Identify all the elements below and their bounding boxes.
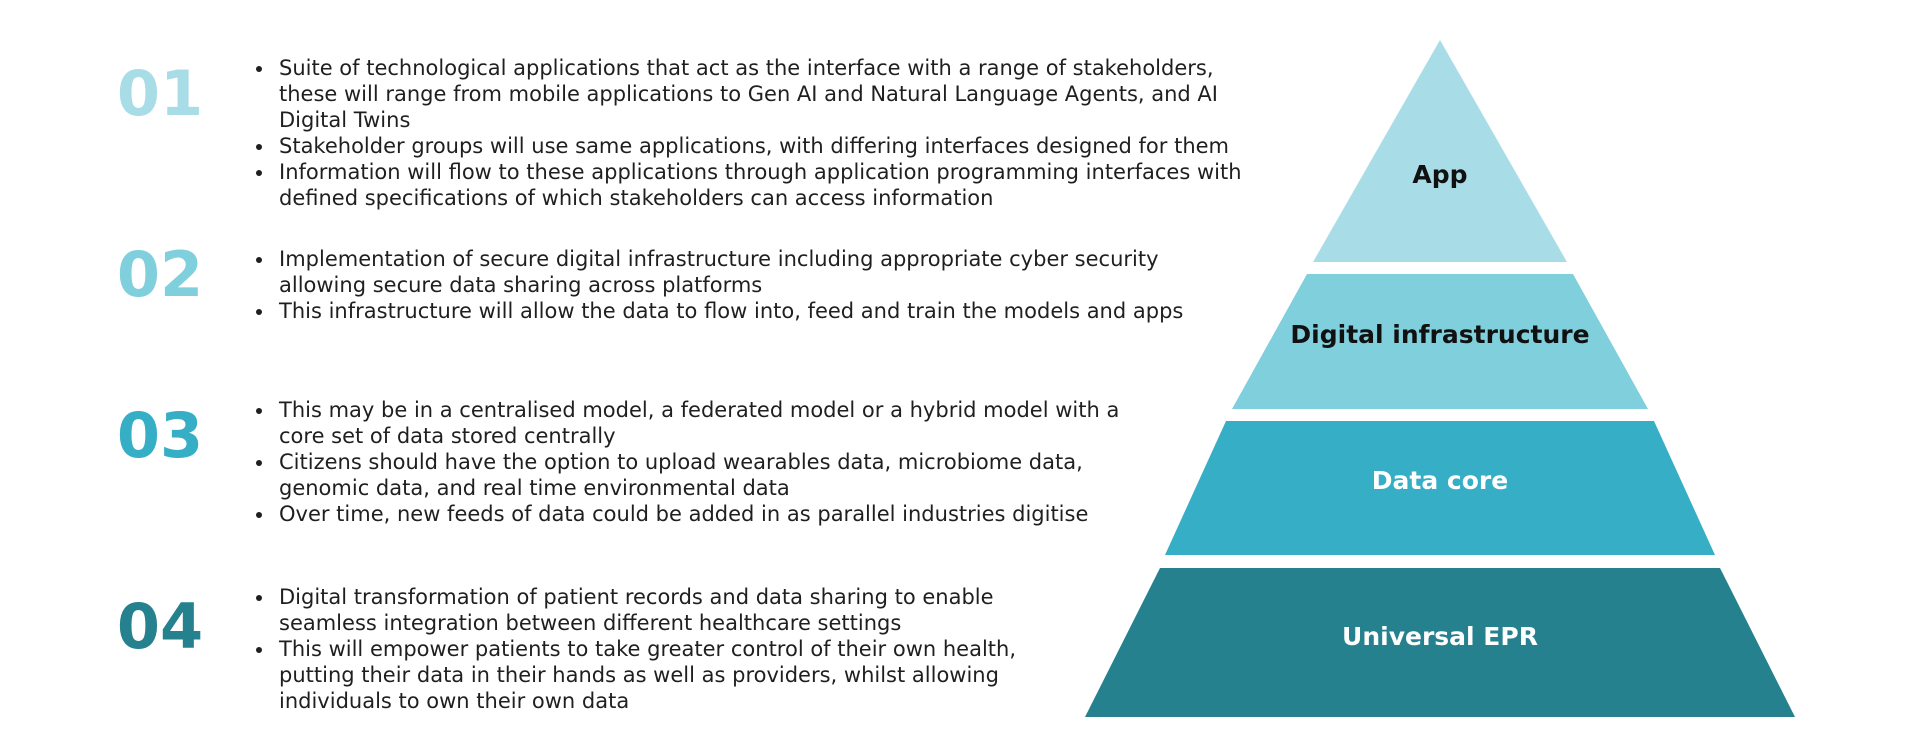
- tier-data-core: Data core: [1165, 421, 1715, 555]
- section-number: 02: [116, 238, 204, 311]
- tier-universal-epr-label: Universal EPR: [1342, 622, 1538, 651]
- tier-data-core-label: Data core: [1372, 466, 1508, 495]
- bullet-list: Suite of technological applications that…: [255, 55, 1275, 211]
- section-number: 01: [116, 57, 204, 130]
- tier-digital-infrastructure-shape: [1232, 274, 1648, 409]
- tier-universal-epr: Universal EPR: [1085, 568, 1795, 717]
- tier-app-label: App: [1412, 160, 1467, 189]
- bullet-list: This may be in a centralised model, a fe…: [255, 397, 1135, 527]
- bullet-list: Implementation of secure digital infrast…: [255, 246, 1235, 324]
- bullet-item: Implementation of secure digital infrast…: [275, 246, 1235, 298]
- bullet-item: Over time, new feeds of data could be ad…: [275, 501, 1135, 527]
- bullet-item: Stakeholder groups will use same applica…: [275, 133, 1275, 159]
- section-number: 03: [116, 399, 204, 472]
- bullet-item: Information will flow to these applicati…: [275, 159, 1275, 211]
- pyramid-diagram: App Digital infrastructure Data core Uni…: [1085, 40, 1795, 717]
- tier-digital-infrastructure: Digital infrastructure: [1232, 274, 1648, 409]
- bullet-item: This will empower patients to take great…: [275, 636, 1045, 714]
- bullet-item: Digital transformation of patient record…: [275, 584, 1045, 636]
- bullet-item: Suite of technological applications that…: [275, 55, 1275, 133]
- tier-data-core-shape: [1165, 421, 1715, 555]
- bullet-list: Digital transformation of patient record…: [255, 584, 1045, 714]
- bullet-item: This infrastructure will allow the data …: [275, 298, 1235, 324]
- section-number: 04: [116, 590, 204, 663]
- tier-digital-infrastructure-label: Digital infrastructure: [1290, 320, 1589, 349]
- tier-app: App: [1313, 40, 1567, 262]
- bullet-item: This may be in a centralised model, a fe…: [275, 397, 1135, 449]
- tier-app-shape: [1313, 40, 1567, 262]
- tier-universal-epr-shape: [1085, 568, 1795, 717]
- bullet-item: Citizens should have the option to uploa…: [275, 449, 1135, 501]
